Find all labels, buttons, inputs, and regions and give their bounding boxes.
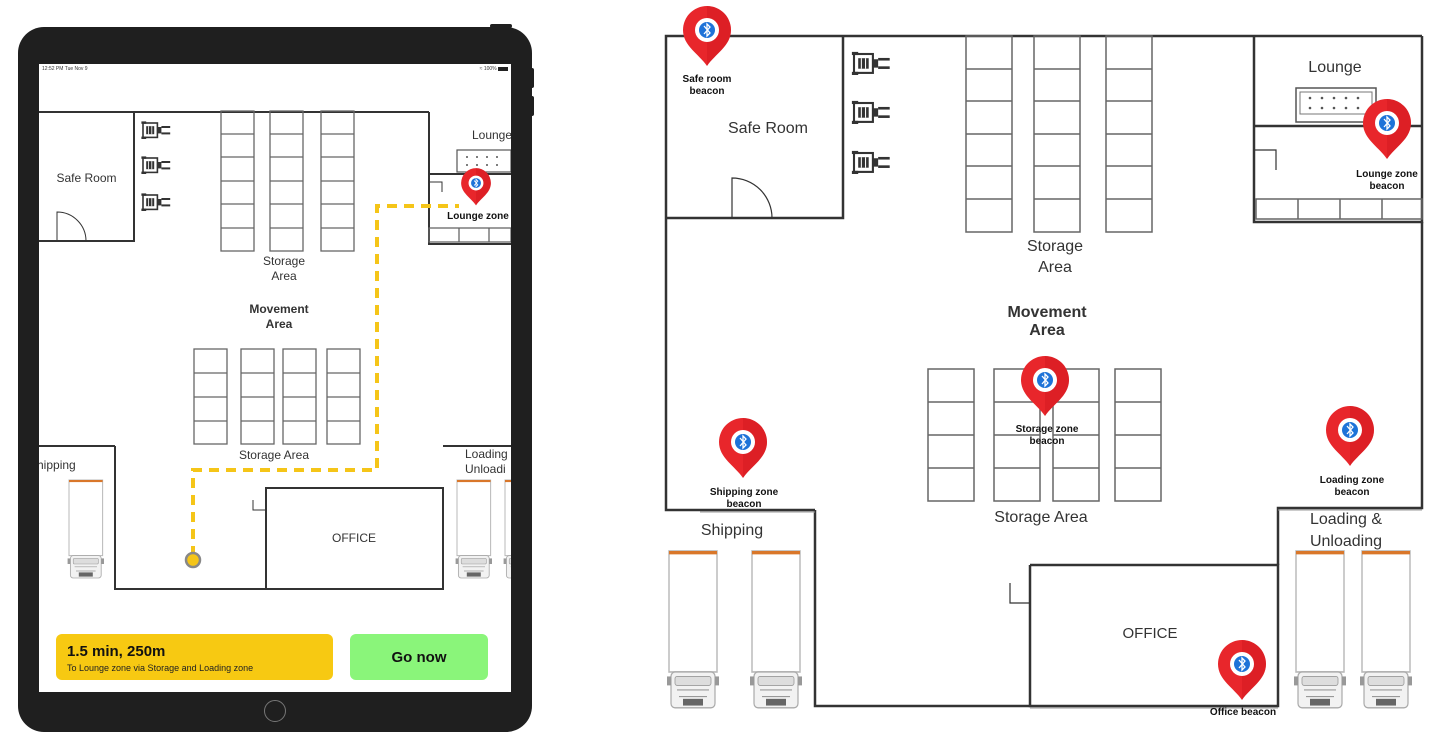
tablet-power-button bbox=[490, 24, 512, 28]
fp-room-label-loading: Loading & Unloading bbox=[1296, 509, 1396, 553]
shipping-beacon-line2: beacon bbox=[726, 499, 762, 510]
map-pin-icon[interactable] bbox=[718, 417, 768, 479]
forklift-icon bbox=[850, 50, 892, 176]
fp-loading-line2: Unloading bbox=[1309, 533, 1383, 550]
sofa-icon bbox=[456, 149, 511, 173]
tablet-screen: 12:52 PM Tue Nov 9 ≈ 100% bbox=[39, 64, 511, 692]
fp-room-label-shipping: Shipping bbox=[700, 522, 764, 539]
fp-storage-top-line2: Area bbox=[1038, 259, 1072, 276]
safe-room-beacon-line2: beacon bbox=[689, 86, 725, 97]
tablet-volume-button bbox=[530, 68, 534, 88]
room-label-lounge: Lounge bbox=[471, 128, 511, 142]
route-summary: 1.5 min, 250m bbox=[67, 643, 166, 660]
battery-percent: 100% bbox=[483, 66, 497, 72]
wifi-icon: ≈ bbox=[479, 66, 484, 72]
movement-line2: Area bbox=[265, 317, 293, 331]
route-info-card: 1.5 min, 250m To Lounge zone via Storage… bbox=[56, 634, 333, 680]
fp-loading-line1: Loading & bbox=[1309, 511, 1383, 528]
map-pin-icon[interactable] bbox=[1020, 355, 1070, 417]
map-pin-icon[interactable] bbox=[682, 5, 732, 67]
storage-top-line2: Area bbox=[271, 269, 297, 283]
room-label-movement-area: Movement Area bbox=[234, 302, 324, 332]
fp-room-label-lounge: Lounge bbox=[1308, 59, 1362, 76]
fp-room-label-safe-room: Safe Room bbox=[727, 120, 809, 137]
fp-storage-top-line1: Storage bbox=[1026, 238, 1084, 255]
map-pin-icon[interactable] bbox=[1217, 639, 1267, 701]
tablet-volume-button bbox=[530, 96, 534, 116]
fp-room-label-storage-top: Storage Area bbox=[1010, 236, 1100, 278]
status-time: 12:52 PM Tue Nov 9 bbox=[42, 66, 88, 72]
shipping-beacon-line1: Shipping zone bbox=[709, 487, 779, 498]
route-path bbox=[191, 204, 459, 556]
fp-movement-line2: Area bbox=[1029, 322, 1065, 339]
room-label-safe-room: Safe Room bbox=[56, 171, 117, 185]
current-location-dot bbox=[184, 551, 202, 569]
tablet-home-button[interactable] bbox=[264, 700, 286, 722]
safe-room-beacon-line1: Safe room bbox=[682, 74, 732, 85]
fp-room-label-storage-bottom: Storage Area bbox=[994, 509, 1088, 526]
lounge-zone-beacon-label: Lounge zone beacon bbox=[1348, 169, 1426, 193]
room-label-office: OFFICE bbox=[332, 531, 376, 545]
go-now-button[interactable]: Go now bbox=[350, 634, 488, 680]
loading-beacon-line2: beacon bbox=[1334, 487, 1370, 498]
storage-beacon-line2: beacon bbox=[1029, 436, 1065, 447]
fp-movement-line1: Movement bbox=[1007, 304, 1087, 321]
movement-line1: Movement bbox=[249, 302, 309, 316]
lounge-beacon-line1: Lounge zone bbox=[1356, 169, 1418, 180]
loading-line2: Unloadi bbox=[465, 462, 506, 476]
status-battery: ≈ 100% bbox=[480, 66, 508, 72]
fp-room-label-movement-area: Movement Area bbox=[990, 304, 1104, 340]
loading-beacon-line1: Loading zone bbox=[1319, 475, 1385, 486]
map-pin-icon[interactable] bbox=[1362, 98, 1412, 160]
truck-icon bbox=[666, 550, 1413, 709]
map-pin-icon[interactable] bbox=[1325, 405, 1375, 467]
status-bar: 12:52 PM Tue Nov 9 ≈ 100% bbox=[39, 64, 511, 74]
room-label-storage-bottom: Storage Area bbox=[238, 448, 310, 462]
sofa-icon bbox=[1295, 87, 1377, 123]
tablet-floor-map[interactable] bbox=[39, 64, 511, 692]
room-label-shipping: hipping bbox=[39, 458, 76, 472]
route-description: To Lounge zone via Storage and Loading z… bbox=[67, 663, 254, 673]
office-beacon-label: Office beacon bbox=[1209, 707, 1277, 718]
loading-line1: Loading bbox=[465, 447, 508, 461]
safe-room-beacon-label: Safe room beacon bbox=[668, 74, 746, 98]
storage-zone-beacon-label: Storage zone beacon bbox=[1005, 424, 1089, 448]
room-label-storage-top: Storage Area bbox=[249, 254, 319, 284]
loading-zone-beacon-label: Loading zone beacon bbox=[1312, 475, 1392, 499]
lounge-beacon-line2: beacon bbox=[1369, 181, 1405, 192]
battery-icon bbox=[498, 66, 508, 71]
lounge-zone-label: Lounge zone bbox=[447, 211, 509, 222]
shipping-zone-beacon-label: Shipping zone beacon bbox=[700, 487, 788, 511]
storage-top-line1: Storage bbox=[262, 254, 306, 268]
storage-beacon-line1: Storage zone bbox=[1015, 424, 1079, 435]
fp-room-label-office: OFFICE bbox=[1122, 625, 1178, 642]
room-label-loading: Loading Unloadi bbox=[465, 447, 511, 477]
